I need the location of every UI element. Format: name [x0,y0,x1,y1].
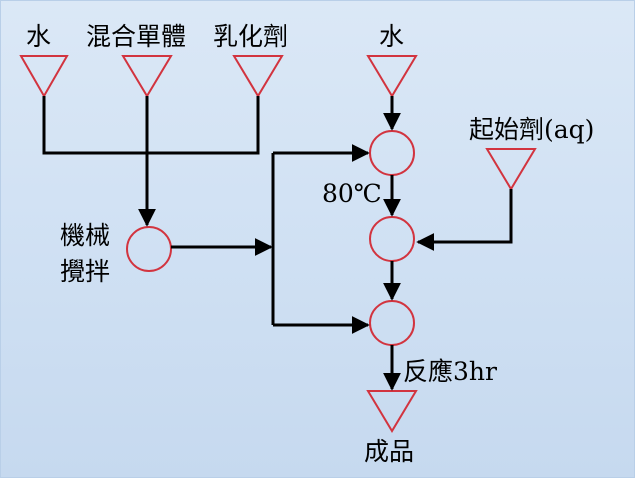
feed-lines [42,96,513,391]
product-triangle [366,390,418,433]
feed-triangle-initiator [485,148,537,191]
reactor-node-3 [369,300,415,346]
feed-triangle-water-right [366,55,418,98]
feed-triangle-monomer [121,55,173,98]
reactor-node-2 [369,216,415,262]
label-water-right: 水 [379,22,405,51]
feed-triangle-water-left [19,55,69,99]
reactor-node-1 [369,130,415,176]
label-monomer: 混合單體 [86,22,187,51]
feed-triangle-emulsifier [232,55,284,98]
label-initiator: 起始劑(aq) [469,115,595,144]
label-stirring-line2: 攪拌 [60,257,111,286]
label-water-left: 水 [26,22,52,51]
label-reaction-time: 反應3hr [403,357,497,386]
label-product: 成品 [364,437,415,466]
label-temperature: 80℃ [322,179,382,208]
label-stirring-line1: 機械 [60,221,111,250]
label-emulsifier: 乳化劑 [213,22,289,51]
stirring-node [126,226,172,272]
